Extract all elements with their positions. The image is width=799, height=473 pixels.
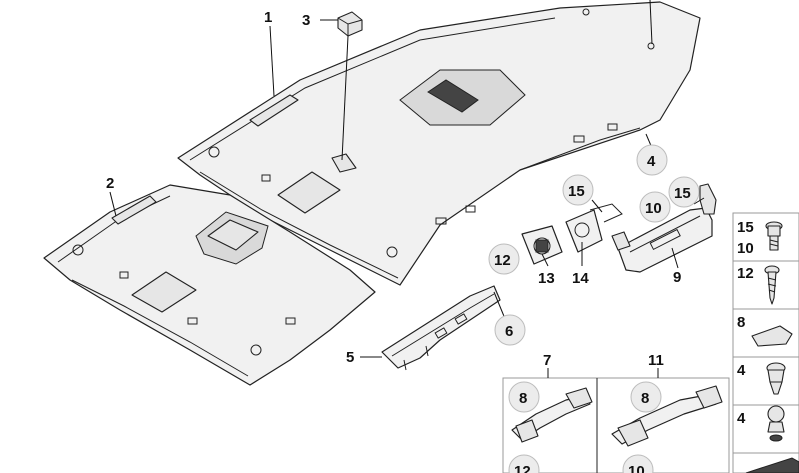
label-1: 1 bbox=[264, 9, 272, 26]
callout-labels: 1 2 3 4 5 6 7 9 11 13 14 12 15 10 15 8 1… bbox=[106, 9, 691, 473]
headliner-small bbox=[43, 184, 376, 386]
legend-label-12: 12 bbox=[737, 265, 754, 282]
legend-labels: 15 10 12 8 4 4 bbox=[737, 219, 754, 427]
label-9: 9 bbox=[673, 269, 681, 286]
tapping-screw-icon bbox=[764, 265, 780, 305]
label-5: 5 bbox=[346, 349, 354, 366]
clip-icon bbox=[766, 362, 786, 395]
label-10-bottom: 10 bbox=[628, 463, 645, 473]
legend-label-8: 8 bbox=[737, 314, 745, 331]
bracket-5-6 bbox=[381, 285, 501, 371]
grab-handle-right bbox=[611, 385, 723, 447]
legend-label-10: 10 bbox=[737, 240, 754, 257]
label-8-right: 8 bbox=[641, 390, 649, 407]
legend-label-4-b: 4 bbox=[737, 410, 746, 427]
callout-bubbles bbox=[488, 144, 700, 473]
bracket-9 bbox=[611, 183, 717, 273]
label-15-b: 15 bbox=[674, 185, 691, 202]
bubble-10-a bbox=[639, 191, 671, 223]
label-3: 3 bbox=[302, 12, 310, 29]
push-clip-icon bbox=[767, 405, 785, 442]
bubble-12 bbox=[488, 243, 520, 275]
fastener-legend bbox=[732, 212, 799, 473]
legend-cell-4 bbox=[732, 356, 799, 406]
bubble-8-left bbox=[508, 381, 540, 413]
bubble-4 bbox=[636, 144, 668, 176]
parts-13-14 bbox=[521, 203, 623, 265]
bubble-10-bottom bbox=[622, 454, 654, 473]
bubble-6 bbox=[494, 314, 526, 346]
label-12-bottom: 12 bbox=[514, 463, 531, 473]
label-11: 11 bbox=[648, 352, 664, 369]
label-2: 2 bbox=[106, 175, 114, 192]
label-4: 4 bbox=[647, 153, 656, 170]
label-6: 6 bbox=[505, 323, 513, 340]
label-10-a: 10 bbox=[645, 200, 662, 217]
bubble-8-right bbox=[630, 381, 662, 413]
label-15-a: 15 bbox=[568, 183, 585, 200]
grab-handle-left bbox=[511, 387, 593, 443]
label-14: 14 bbox=[572, 270, 589, 287]
legend-cell-5 bbox=[732, 404, 799, 454]
legend-label-4-a: 4 bbox=[737, 362, 746, 379]
label-12-left: 12 bbox=[494, 252, 511, 269]
label-8-left: 8 bbox=[519, 390, 527, 407]
bubble-15-a bbox=[562, 174, 594, 206]
label-13: 13 bbox=[538, 270, 555, 287]
legend-label-15: 15 bbox=[737, 219, 754, 236]
headliner-large bbox=[177, 1, 701, 286]
part-3-clip bbox=[337, 11, 363, 37]
label-7: 7 bbox=[543, 352, 551, 369]
screw-icon bbox=[765, 221, 783, 251]
foam-strip-icon bbox=[745, 457, 799, 473]
bubble-12-bottom bbox=[508, 454, 540, 473]
pad-icon bbox=[751, 325, 793, 347]
legend-cell-1 bbox=[732, 212, 799, 262]
bubble-15-b bbox=[668, 176, 700, 208]
